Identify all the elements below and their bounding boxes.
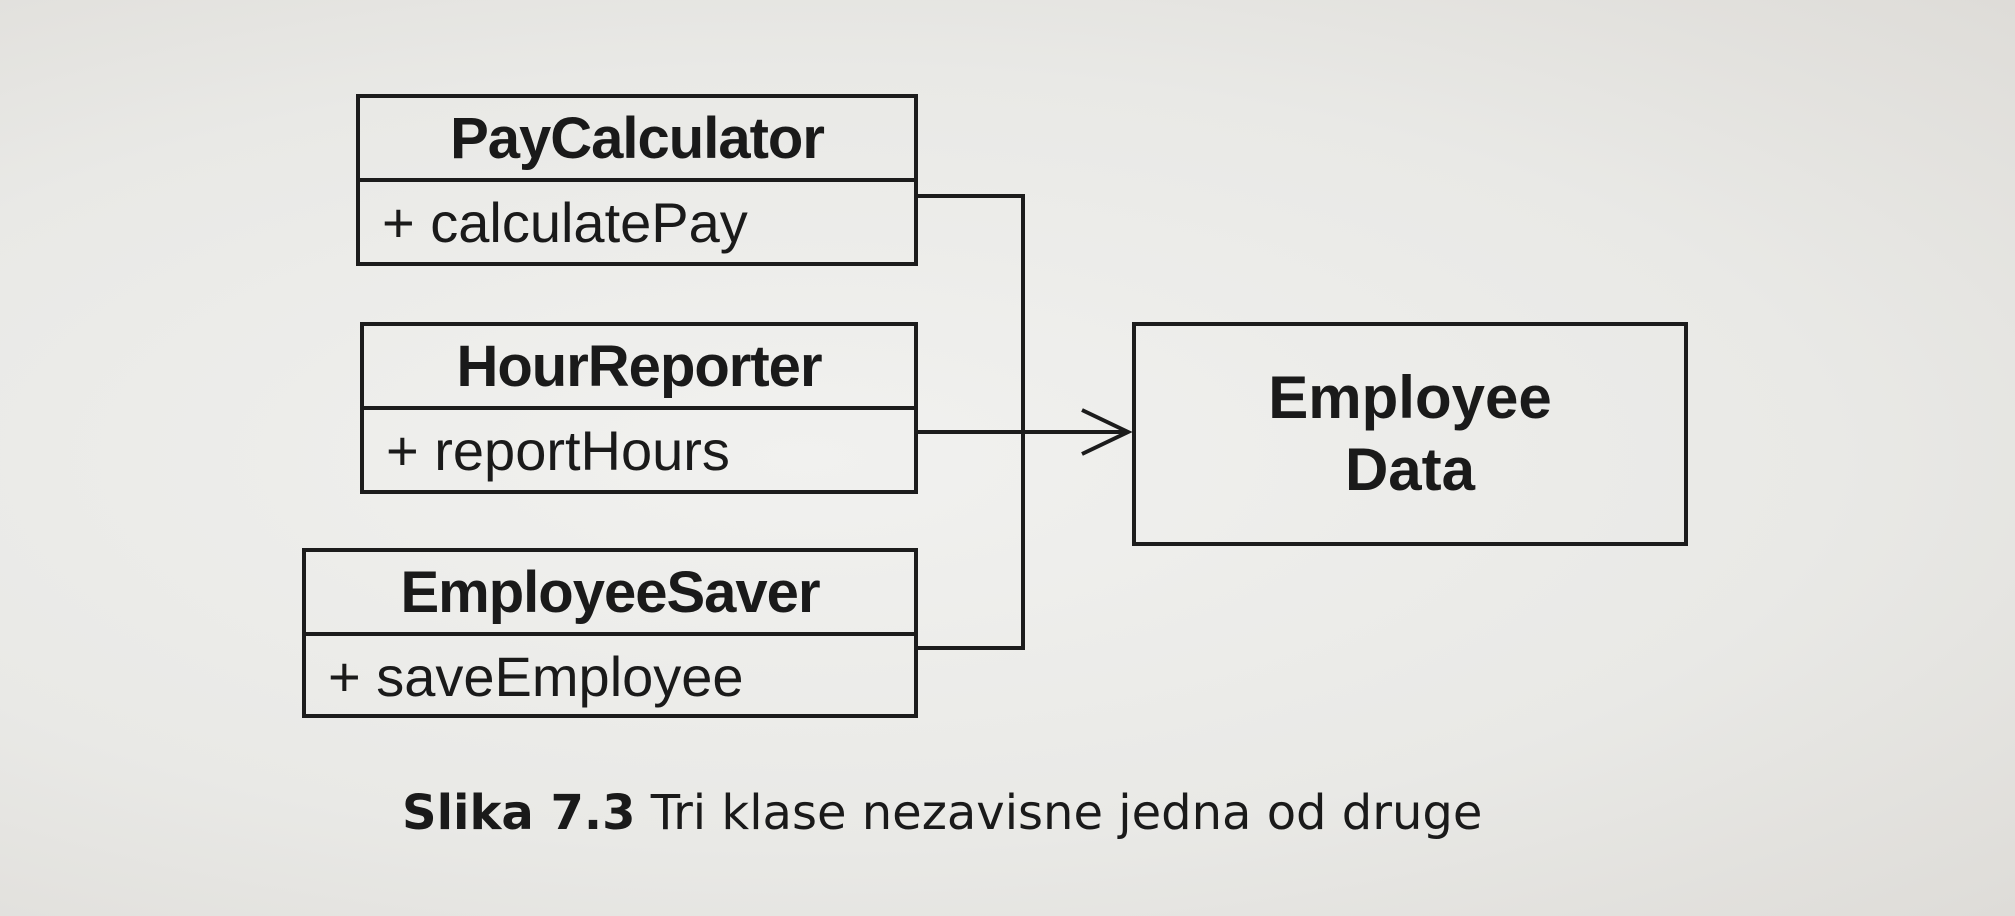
class-name-employeesaver: EmployeeSaver <box>306 552 914 636</box>
figure-caption-text: Tri klase nezavisne jedna od druge <box>650 785 1483 841</box>
figure-caption: Slika 7.3 Tri klase nezavisne jedna od d… <box>402 785 1482 841</box>
employee-data-box: Employee Data <box>1132 322 1688 546</box>
connector-employeesaver <box>918 432 1025 650</box>
class-box-hourreporter: HourReporter + reportHours <box>360 322 918 494</box>
class-box-paycalculator: PayCalculator + calculatePay <box>356 94 918 266</box>
figure-caption-label: Slika 7.3 <box>402 785 636 841</box>
connector-paycalculator <box>918 194 1025 432</box>
class-name-hourreporter: HourReporter <box>364 326 914 410</box>
class-method-reporthours: + reportHours <box>386 418 730 482</box>
arrowhead <box>1081 408 1133 456</box>
class-name-paycalculator: PayCalculator <box>360 98 914 182</box>
class-method-calculatepay: + calculatePay <box>382 190 748 254</box>
employee-data-line2: Data <box>1344 436 1476 503</box>
class-box-employeesaver: EmployeeSaver + saveEmployee <box>302 548 918 718</box>
class-method-saveemployee: + saveEmployee <box>328 644 744 708</box>
employee-data-line1: Employee <box>1268 364 1552 431</box>
